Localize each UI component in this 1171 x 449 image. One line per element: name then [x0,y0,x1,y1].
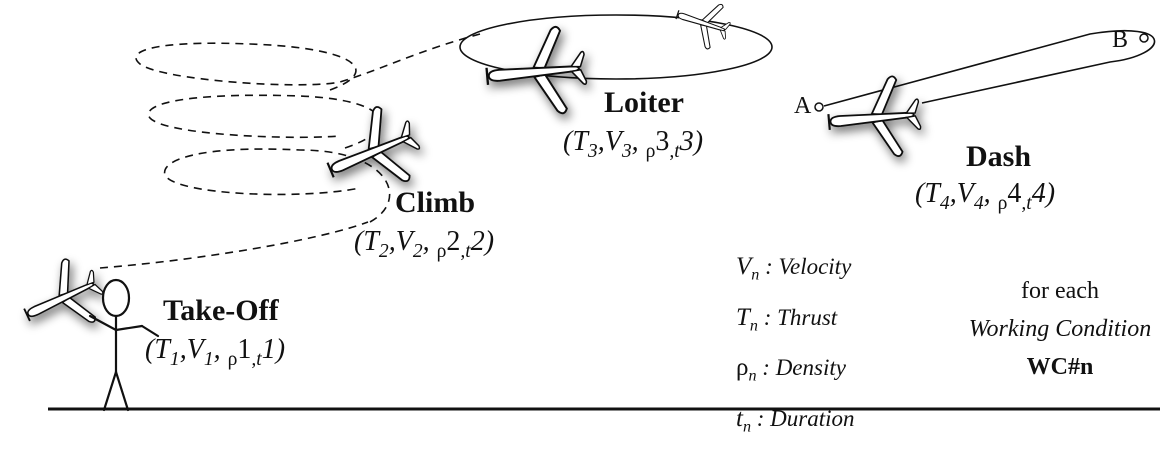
params-symbol: 1 [237,334,252,365]
params-symbol: T [924,178,940,209]
params-symbol: 4 [1007,178,1022,209]
legend-description: : Density [756,355,846,381]
phase-params-climb: (T2,V2, ρ2,t2) [354,226,494,263]
params-close-paren: ) [1045,178,1056,209]
params-subscript: ρ [436,240,447,262]
climb-spiral-path [99,33,481,269]
legend-subscript: n [749,317,758,335]
params-symbol: T [154,334,170,365]
params-close-paren: ) [275,334,286,365]
params-symbol: 2 [446,226,461,257]
phase-params-dash: (T4,V4, ρ4,t4) [915,178,1055,215]
params-symbol: T [572,126,588,157]
dash-path [823,29,1156,107]
params-subscript: ρ [645,140,656,162]
wc-line-3: WC#n [1026,354,1094,380]
wc-line-2: Working Condition [968,316,1152,342]
legend-description: : Thrust [757,304,838,330]
mission-profile-diagram [11,0,1160,412]
params-symbol: 2 [470,226,485,257]
wc-line-1: for each [1021,278,1099,304]
working-condition-note: for each Working Condition WC#n [960,272,1160,386]
legend-subscript: n [742,418,751,436]
legend-description: : Duration [751,405,855,431]
legend-subscript: n [751,266,760,284]
phase-name-dash: Dash [966,140,1032,173]
params-symbol: , [983,178,998,209]
params-symbol: 3 [655,126,670,157]
params-subscript: 3 [587,140,598,162]
legend-item: ρn : Density [736,347,855,398]
params-symbol: ,V [179,334,204,365]
params-symbol: ,V [949,178,974,209]
params-symbol: 4 [1031,178,1046,209]
phase-params-loiter: (T3,V3, ρ3,t3) [563,126,703,163]
legend-item: Tn : Thrust [736,297,855,348]
params-subscript: 3 [621,140,632,162]
params-subscript: ,t [1021,192,1032,214]
params-subscript: 4 [973,192,984,214]
params-subscript: ρ [997,192,1008,214]
loiter-orbit [459,14,773,80]
params-subscript: 2 [412,240,423,262]
params-symbol: 3 [679,126,694,157]
params-symbol: , [422,226,437,257]
phase-params-takeoff: (T1,V1, ρ1,t1) [145,334,285,371]
params-subscript: ,t [669,140,680,162]
airplane-icon [482,23,591,121]
params-symbol: 1 [261,334,276,365]
waypoint-b-label: B [1112,27,1129,53]
params-close-paren: ) [693,126,704,157]
waypoint-a-label: A [794,93,812,119]
params-subscript: ,t [251,348,262,370]
airplane-icon [824,73,925,163]
params-open-paren: ( [563,126,573,157]
params-open-paren: ( [354,226,364,257]
airplane-icon [669,0,736,54]
params-subscript: 4 [939,192,950,214]
params-symbol: , [213,334,228,365]
params-subscript: ρ [227,348,238,370]
stick-figure-icon [88,278,160,412]
legend-symbol: t [736,404,743,432]
params-symbol: , [631,126,646,157]
params-close-paren: ) [484,226,495,257]
params-open-paren: ( [915,178,925,209]
legend-description: : Velocity [759,254,852,279]
params-symbol: ,V [388,226,413,257]
legend-symbol: ρ [736,354,749,382]
phase-name-climb: Climb [395,186,476,219]
airplane-icon [11,249,114,347]
phase-name-loiter: Loiter [604,86,684,119]
legend-item: tn : Duration [736,398,855,449]
waypoint-a-icon [814,102,824,112]
params-symbol: T [363,226,379,257]
legend-symbol: V [736,253,752,280]
params-open-paren: ( [145,334,155,365]
legend-symbol: T [736,303,750,331]
legend-subscript: n [748,367,757,385]
legend-item: Vn : Velocity [736,246,855,297]
params-subscript: 1 [169,348,180,370]
params-subscript: ,t [460,240,471,262]
params-subscript: 1 [203,348,214,370]
params-subscript: 2 [378,240,389,262]
waypoint-b-icon [1139,33,1149,43]
phase-name-takeoff: Take-Off [163,294,279,327]
params-symbol: ,V [597,126,622,157]
